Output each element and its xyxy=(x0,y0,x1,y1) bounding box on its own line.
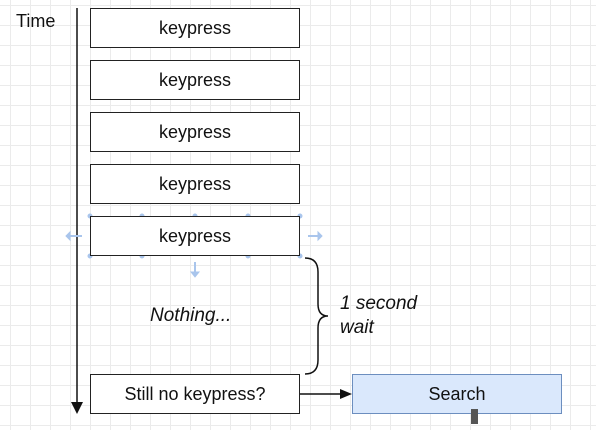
wait-annotation[interactable]: 1 second wait xyxy=(340,292,417,340)
still-no-keypress-label: Still no keypress? xyxy=(124,383,266,404)
time-axis-label: Time xyxy=(16,11,56,31)
keypress-box[interactable]: keypress xyxy=(90,112,300,152)
search-box[interactable]: Search xyxy=(352,374,562,414)
connect-arrow-down-head[interactable] xyxy=(189,271,201,278)
time-axis-arrowhead xyxy=(71,402,83,414)
search-label: Search xyxy=(428,383,486,404)
keypress-box-selected[interactable]: keypress xyxy=(90,216,300,256)
keypress-label: keypress xyxy=(158,225,232,246)
wait-line-2: wait xyxy=(340,317,374,338)
keypress-label: keypress xyxy=(158,17,232,38)
keypress-label: keypress xyxy=(158,69,232,90)
still-no-keypress-box[interactable]: Still no keypress? xyxy=(90,374,300,414)
keypress-box[interactable]: keypress xyxy=(90,164,300,204)
keypress-label: keypress xyxy=(158,121,232,142)
connect-arrow-left-head[interactable] xyxy=(65,230,71,242)
wait-line-1: 1 second xyxy=(340,293,418,314)
connect-arrow-right-head[interactable] xyxy=(317,230,323,242)
wait-brace xyxy=(304,257,329,375)
keypress-label: keypress xyxy=(158,173,232,194)
check-to-search-arrowhead xyxy=(340,389,352,399)
nothing-label[interactable]: Nothing... xyxy=(150,305,232,326)
keypress-box[interactable]: keypress xyxy=(90,60,300,100)
keypress-box[interactable]: keypress xyxy=(90,8,300,48)
text-cursor xyxy=(471,409,478,424)
